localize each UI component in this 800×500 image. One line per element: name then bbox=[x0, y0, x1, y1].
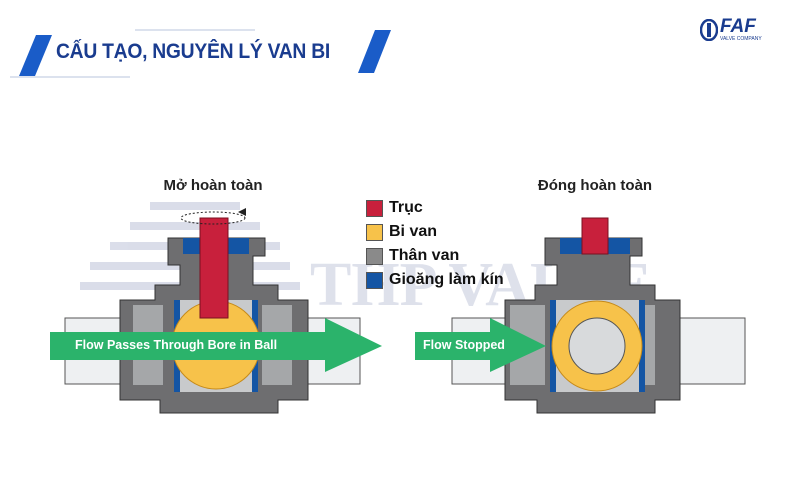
open-flow-label: Flow Passes Through Bore in Ball bbox=[75, 338, 278, 352]
logo-text: FAF bbox=[720, 16, 756, 37]
legend-item-gioang: Gioăng làm kín bbox=[366, 271, 504, 289]
faf-logo: FAF VALVE COMPANY bbox=[700, 16, 762, 42]
legend-item-truc: Trục bbox=[366, 199, 423, 217]
closed-flow-arrow bbox=[415, 318, 546, 372]
logo-emblem-icon bbox=[700, 19, 718, 41]
header-slash-left bbox=[19, 35, 52, 76]
legend-swatch bbox=[366, 271, 383, 289]
closed-valve-title: Đóng hoàn toàn bbox=[537, 177, 653, 194]
closed-flow-label: Flow Stopped bbox=[423, 338, 505, 352]
header-slash-right bbox=[358, 30, 391, 73]
legend-swatch bbox=[366, 223, 383, 241]
legend-swatch bbox=[366, 199, 383, 217]
legend-swatch bbox=[366, 247, 383, 265]
open-flow-arrow bbox=[50, 318, 382, 372]
legend-item-than-van: Thân van bbox=[366, 247, 459, 265]
legend-label: Bi van bbox=[389, 223, 438, 240]
legend-label: Gioăng làm kín bbox=[389, 271, 504, 288]
logo-subtext: VALVE COMPANY bbox=[720, 36, 762, 42]
open-valve-title: Mở hoàn toàn bbox=[163, 177, 263, 194]
legend-label: Thân van bbox=[389, 247, 460, 264]
legend-label: Trục bbox=[389, 199, 423, 216]
legend-item-bi-van: Bi van bbox=[366, 223, 437, 241]
page-title: CẤU TẠO, NGUYÊN LÝ VAN BI bbox=[56, 40, 330, 63]
